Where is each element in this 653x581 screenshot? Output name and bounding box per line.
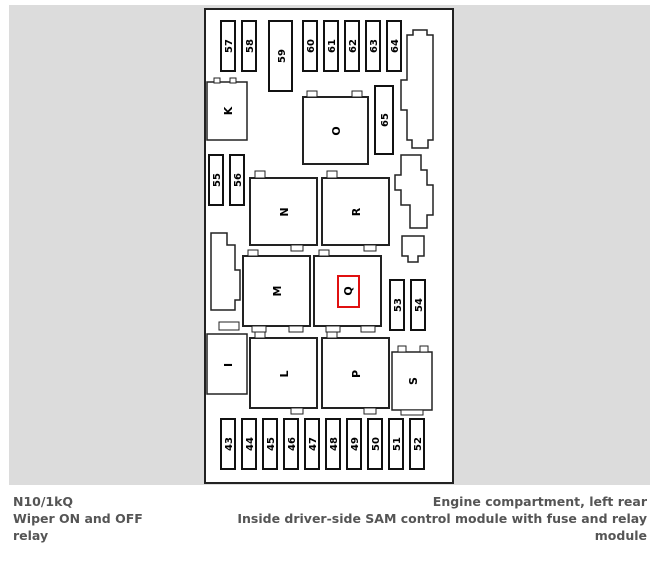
- fuse-46-label: 46: [287, 437, 298, 451]
- connector-mid-right: [394, 154, 434, 229]
- caption-location: Engine compartment, left rear Inside dri…: [187, 493, 647, 544]
- fuse-45-label: 45: [266, 437, 277, 451]
- fuse-64: 64: [386, 20, 402, 72]
- relay-I-label: I: [222, 363, 235, 367]
- caption-component: N10/1kQ Wiper ON and OFF relay: [13, 493, 143, 544]
- relay-Q-label: Q: [342, 286, 355, 295]
- fuse-63-label: 63: [369, 39, 380, 53]
- relay-N: N: [249, 170, 318, 252]
- fuse-51-label: 51: [392, 437, 403, 451]
- fuse-54-label: 54: [414, 298, 425, 312]
- fuse-62: 62: [344, 20, 360, 72]
- relay-K-label: K: [222, 106, 235, 115]
- fuse-62-label: 62: [348, 39, 359, 53]
- relay-S: S: [391, 345, 433, 416]
- fuse-65: 65: [374, 85, 394, 155]
- relay-P-label: P: [350, 370, 363, 378]
- relay-S-label: S: [407, 377, 420, 385]
- caption-location-line1: Engine compartment, left rear: [432, 494, 647, 509]
- fuse-48-label: 48: [329, 437, 340, 451]
- fuse-60: 60: [302, 20, 318, 72]
- fuse-55: 55: [208, 154, 224, 206]
- caption-component-name-line1: Wiper ON and OFF: [13, 511, 143, 526]
- fuse-58: 58: [241, 20, 257, 72]
- connector-small-right: [401, 235, 425, 263]
- fuse-59: 59: [268, 20, 293, 92]
- relay-O-label: O: [330, 126, 343, 135]
- relay-N-label: N: [278, 207, 291, 216]
- fuse-44: 44: [241, 418, 257, 470]
- fuse-54: 54: [410, 279, 426, 331]
- fuse-56: 56: [229, 154, 245, 206]
- connector-mid-left-tab: [218, 321, 240, 331]
- fuse-61-label: 61: [327, 39, 338, 53]
- relay-L: L: [249, 331, 318, 415]
- relay-R-label: R: [350, 207, 363, 216]
- relay-R: R: [321, 170, 390, 252]
- fuse-49: 49: [346, 418, 362, 470]
- connector-mid-left: [210, 232, 241, 311]
- fuse-58-label: 58: [245, 39, 256, 53]
- fuse-47-label: 47: [308, 437, 319, 451]
- relay-O: O: [302, 90, 369, 165]
- connector-top-right: [400, 29, 434, 149]
- fuse-52: 52: [409, 418, 425, 470]
- fuse-61: 61: [323, 20, 339, 72]
- caption-location-line3: module: [594, 528, 647, 543]
- fuse-51: 51: [388, 418, 404, 470]
- relay-M-label: M: [271, 286, 284, 297]
- fuse-48: 48: [325, 418, 341, 470]
- fuse-50-label: 50: [371, 437, 382, 451]
- relay-Q: Q: [313, 249, 382, 333]
- relay-M: M: [242, 249, 311, 333]
- fuse-43-label: 43: [224, 437, 235, 451]
- fuse-55-label: 55: [212, 173, 223, 187]
- fuse-57-label: 57: [224, 39, 235, 53]
- caption-component-name-line2: relay: [13, 528, 49, 543]
- fuse-50: 50: [367, 418, 383, 470]
- caption-location-line2: Inside driver-side SAM control module wi…: [237, 511, 647, 526]
- fuse-63: 63: [365, 20, 381, 72]
- relay-P: P: [321, 331, 390, 415]
- relay-I: I: [206, 333, 248, 395]
- fuse-57: 57: [220, 20, 236, 72]
- fuse-43: 43: [220, 418, 236, 470]
- fuse-45: 45: [262, 418, 278, 470]
- relay-Q-highlight: [337, 275, 360, 308]
- fuse-53-label: 53: [393, 298, 404, 312]
- fuse-60-label: 60: [306, 39, 317, 53]
- fuse-46: 46: [283, 418, 299, 470]
- fuse-44-label: 44: [245, 437, 256, 451]
- fuse-52-label: 52: [413, 437, 424, 451]
- relay-L-label: L: [278, 370, 291, 377]
- fuse-59-label: 59: [277, 49, 288, 63]
- fuse-47: 47: [304, 418, 320, 470]
- caption-component-code: N10/1kQ: [13, 494, 74, 509]
- fuse-49-label: 49: [350, 437, 361, 451]
- fuse-56-label: 56: [233, 173, 244, 187]
- fuse-53: 53: [389, 279, 405, 331]
- fuse-64-label: 64: [390, 39, 401, 53]
- fuse-65-label: 65: [380, 113, 391, 127]
- relay-K: K: [206, 77, 248, 141]
